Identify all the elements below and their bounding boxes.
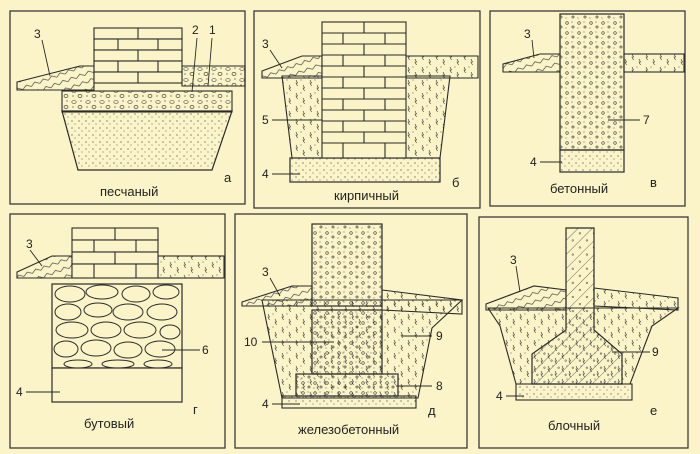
label-4: 4 (496, 389, 503, 403)
letter-v: в (650, 175, 657, 190)
brick-column (321, 21, 407, 159)
panel-brick-foundation: 3 5 4 кирпичный б (253, 10, 481, 209)
ground-right (181, 65, 246, 87)
letter-d: д (428, 403, 436, 418)
concrete-column (559, 13, 625, 151)
turf-left (241, 285, 313, 307)
ground-right (405, 55, 479, 79)
label-9: 9 (436, 329, 443, 343)
rubble-stones (53, 284, 181, 369)
foundation-block-t (531, 227, 623, 385)
sand-bed (559, 149, 625, 173)
label-8: 8 (436, 379, 443, 393)
caption-reinforced-concrete: железобетонный (298, 422, 399, 437)
panel-concrete-foundation: 3 7 4 бетонный в (489, 10, 686, 207)
label-3: 3 (262, 37, 269, 51)
sand-bed (281, 395, 417, 409)
label-4: 4 (530, 155, 537, 169)
label-3: 3 (510, 253, 517, 267)
foundation-block (311, 309, 383, 375)
ground-right (623, 53, 685, 73)
panel-reinforced-concrete-foundation: 3 10 9 8 4 железобетонный д (234, 213, 468, 449)
label-6: 6 (202, 343, 209, 357)
brick-wall (93, 27, 183, 84)
caption-sand: песчаный (100, 184, 158, 199)
caption-brick: кирпичный (334, 188, 399, 203)
gravel-layer (61, 90, 233, 113)
letter-e: е (650, 403, 657, 418)
brick-wall (71, 227, 159, 279)
caption-block: блочный (548, 418, 600, 433)
label-3: 3 (524, 27, 531, 41)
sand-cushion (61, 110, 233, 171)
turf-left (485, 285, 567, 311)
label-4: 4 (16, 385, 23, 399)
sand-bed (51, 367, 183, 403)
label-7: 7 (643, 113, 650, 127)
label-5: 5 (262, 113, 269, 127)
label-1: 1 (209, 23, 216, 37)
panel-block-foundation: 3 9 4 блочный е (478, 216, 689, 449)
caption-rubble: бутовый (84, 416, 134, 431)
ground-right (381, 289, 463, 315)
caption-concrete: бетонный (550, 181, 608, 196)
label-4: 4 (262, 397, 269, 411)
wall-block (311, 223, 383, 307)
label-3: 3 (34, 27, 41, 41)
sand-bed (515, 383, 633, 401)
letter-a: а (224, 170, 232, 185)
label-3: 3 (262, 265, 269, 279)
letter-g: г (193, 402, 198, 417)
label-10: 10 (244, 335, 258, 349)
panel-rubble-foundation: 3 6 4 бутовый г (9, 213, 226, 449)
foundation-slab (295, 373, 399, 397)
label-2: 2 (192, 23, 199, 37)
label-9: 9 (652, 345, 659, 359)
label-4: 4 (262, 167, 269, 181)
sand-bed (289, 157, 441, 183)
ground-right (157, 255, 225, 279)
label-3: 3 (26, 237, 33, 251)
ground-right (593, 287, 679, 311)
panel-sand-foundation: 3 2 1 песчаный а (9, 10, 246, 205)
letter-b: б (452, 175, 459, 190)
